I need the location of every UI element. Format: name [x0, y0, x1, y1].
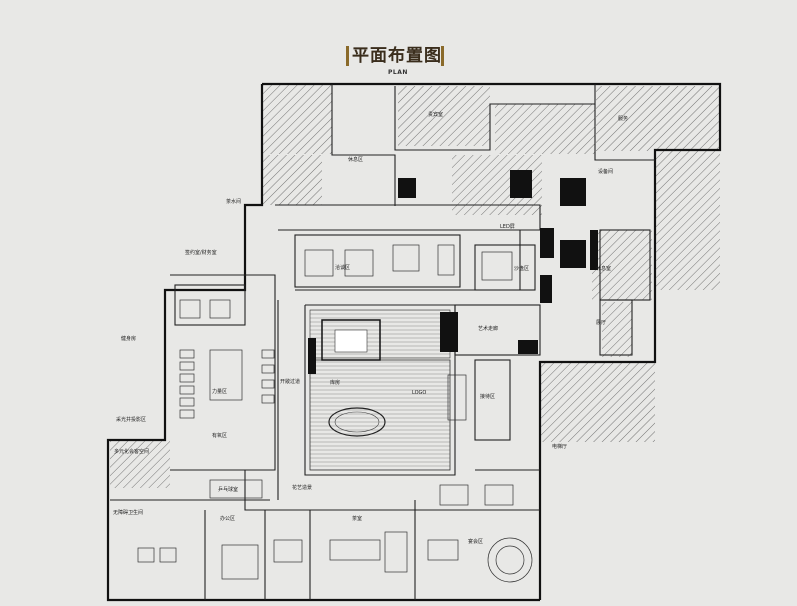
label-floral: 花艺造景	[292, 484, 312, 491]
label-art-corridor: 艺术走廊	[478, 325, 498, 332]
furniture	[137, 244, 533, 583]
hatch-zone-stair	[540, 362, 655, 442]
tea-table	[329, 539, 381, 561]
label-accessible-wc: 无障碍卫生间	[113, 509, 143, 516]
hatch-zone-north-b	[495, 104, 595, 154]
label-service: 服务	[618, 115, 628, 122]
banquet-table	[487, 537, 533, 583]
office-table	[221, 544, 259, 580]
hatch-zone-east-b	[592, 230, 652, 300]
label-rest-room: 休息室	[596, 265, 611, 272]
hatch-zone-east	[655, 150, 720, 290]
label-reception: 接待区	[480, 393, 495, 400]
hatched-zones	[110, 84, 720, 488]
label-tea-room: 茶水间	[226, 198, 241, 205]
label-open-aisle: 开敞过道	[280, 378, 300, 385]
label-vip-room: 贵宾室	[428, 111, 443, 118]
hatch-zone-sw	[110, 440, 170, 488]
title-bar-left	[346, 46, 349, 66]
label-tea-house: 茶室	[352, 515, 362, 522]
label-gallery: 展厅	[596, 320, 606, 326]
label-storage: 库房	[330, 379, 340, 386]
feature-box	[321, 319, 381, 361]
label-negotiation: 洽谈区	[335, 264, 350, 271]
hatch-zone-nw	[262, 84, 332, 154]
label-cardio-area: 有氧区	[212, 432, 227, 439]
label-pingpong: 乒乓球室	[218, 486, 238, 493]
label-office: 办公区	[220, 515, 235, 522]
plan-subtitle: PLAN	[388, 69, 408, 76]
label-strength-area: 力量区	[212, 388, 227, 395]
label-signing-room: 签约室/财务室	[185, 249, 217, 256]
hatch-zone-w	[262, 155, 322, 205]
label-led: LED屏	[500, 224, 515, 230]
label-sand-table: 沙盘区	[514, 265, 529, 272]
courtyard	[309, 309, 451, 471]
title-bar-right	[441, 46, 444, 66]
label-logo: LOGO	[412, 390, 426, 396]
columns	[308, 170, 598, 374]
label-multi-space: 多元化会客空间	[114, 448, 149, 455]
round-table	[328, 407, 386, 437]
label-lounge: 休息区	[348, 156, 363, 163]
label-gym: 健身房	[121, 335, 136, 342]
reception-desk	[447, 374, 467, 421]
label-elevator-hall: 电梯厅	[552, 443, 567, 450]
label-equipment: 设备间	[598, 168, 613, 175]
label-skylight: 采光井投影区	[116, 416, 146, 423]
hatch-zone-ne	[596, 86, 720, 151]
room-labels: 贵宾室 服务 休息区 茶水间 签约室/财务室 洽谈区 沙盘区 艺术走廊 健身房 …	[113, 111, 628, 545]
outer-walls	[106, 82, 722, 602]
hatch-zone-east-c	[602, 302, 632, 357]
pingpong-table	[209, 479, 263, 499]
interior-walls	[110, 84, 655, 600]
plan-title: 平面布置图	[352, 46, 442, 66]
gym-bench	[209, 349, 243, 401]
label-banquet: 宴会区	[468, 538, 483, 545]
hatch-zone-north-a	[398, 86, 490, 146]
